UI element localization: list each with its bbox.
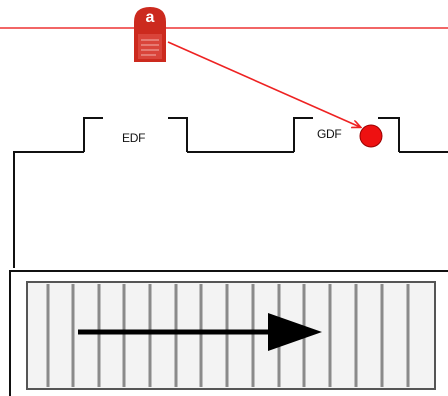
red-circle-marker[interactable] — [359, 124, 383, 148]
tab-gdf[interactable] — [293, 117, 400, 152]
badge-letter: a — [145, 9, 155, 26]
tab-label-gdf: GDF — [317, 127, 342, 141]
upper-panel — [13, 151, 448, 268]
padlock-tag-icon[interactable] — [134, 7, 166, 62]
tab-label-edf: EDF — [122, 131, 146, 145]
red-connector-arrow — [167, 41, 360, 127]
conveyor-slats — [46, 284, 410, 387]
arrow-right-icon — [78, 313, 322, 351]
conveyor-box — [26, 281, 436, 390]
conveyor-frame — [9, 270, 448, 396]
tab-edf[interactable] — [83, 117, 188, 152]
